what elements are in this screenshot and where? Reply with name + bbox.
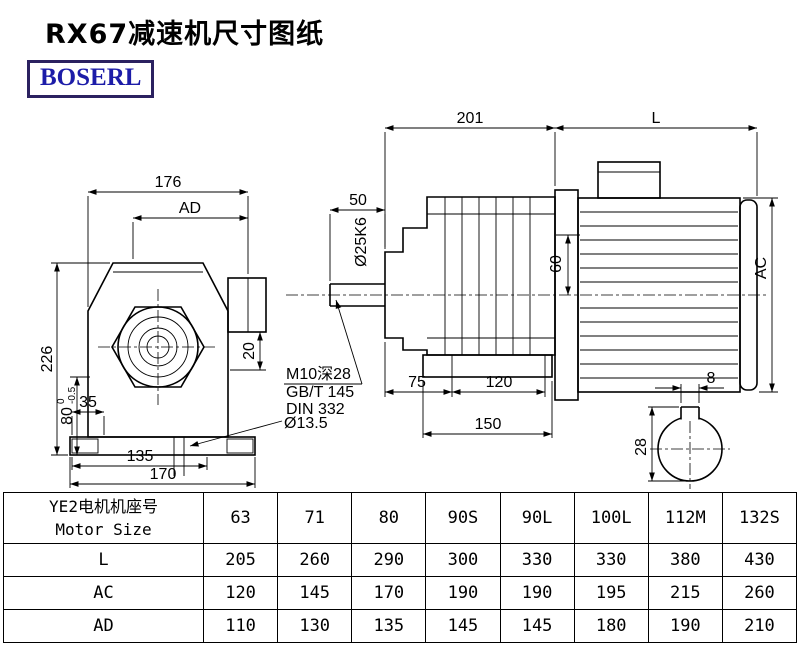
table-cell: 145: [277, 576, 353, 610]
dim-ad: AD: [179, 200, 201, 217]
table-cell: 430: [721, 543, 798, 577]
dim-shaft-diameter: Ø25K6: [353, 217, 370, 267]
table-cell: 190: [647, 609, 723, 643]
table-cell: 190: [499, 576, 575, 610]
table-cell: 210: [721, 609, 798, 643]
table-size-col: 112M: [647, 492, 723, 544]
dim-150: 150: [475, 416, 502, 433]
dim-28: 28: [633, 438, 650, 456]
motor-cooling-fins: [580, 211, 738, 379]
table-size-col: 90S: [425, 492, 501, 544]
dim-201: 201: [457, 110, 484, 127]
table-header-row: YE2电机机座号 Motor Size 63 71 80 90S 90L 100…: [3, 492, 798, 544]
brand-logo: BOSERL: [27, 60, 155, 98]
table-cell: 180: [573, 609, 649, 643]
shaft-section-detail: 8 28: [633, 370, 730, 489]
table-size-col: 71: [277, 492, 353, 544]
table-cell: 330: [573, 543, 649, 577]
table-cell: 145: [425, 609, 501, 643]
dim-80-group: 80 0 -0.5: [56, 386, 78, 425]
table-header-cn: YE2电机机座号: [49, 497, 158, 516]
table-row-AD: AD 110 130 135 145 145 180 190 210: [3, 609, 798, 643]
standard-din: DIN 332: [286, 401, 345, 418]
table-cell: 195: [573, 576, 649, 610]
reducer-front-view: 176 AD 226 80 0 -0.5 35 135: [39, 174, 328, 488]
table-size-col: 63: [202, 492, 279, 544]
table-cell: 170: [351, 576, 427, 610]
table-cell: 130: [277, 609, 353, 643]
table-cell: 290: [351, 543, 427, 577]
front-view-side-box: [227, 277, 267, 333]
table-cell: 330: [499, 543, 575, 577]
dim-120: 120: [486, 374, 513, 391]
dim-170: 170: [150, 466, 177, 483]
table-header-motor-size: YE2电机机座号 Motor Size: [3, 492, 204, 544]
dim-80-tol-lower: -0.5: [67, 386, 78, 404]
gear-housing-foot: [422, 354, 553, 378]
dim-key-width: 8: [707, 370, 716, 387]
front-view-base-plate: [69, 436, 256, 456]
dim-l: L: [652, 110, 661, 127]
dim-foot-hole: Ø13.5: [284, 415, 328, 432]
standard-gb: GB/T 145: [286, 384, 354, 401]
dim-75: 75: [408, 374, 426, 391]
table-cell: 260: [721, 576, 798, 610]
thread-note: M10深28: [286, 365, 351, 383]
table-row-L: L 205 260 290 300 330 330 380 430: [3, 543, 798, 577]
table-cell: 110: [202, 609, 279, 643]
dim-80-tol-upper: 0: [56, 398, 67, 404]
row-label: AC: [3, 576, 204, 610]
table-header-en: Motor Size: [55, 520, 152, 539]
table-cell: 190: [425, 576, 501, 610]
dim-80: 80: [59, 407, 76, 425]
reducer-motor-side-view: 201 L 50 Ø25K6 60 AC M10深28 GB/T 145 DIN…: [284, 110, 778, 438]
table-size-col: 132S: [721, 492, 798, 544]
dim-35: 35: [79, 394, 97, 411]
dim-60: 60: [548, 255, 565, 273]
motor-terminal-box: [597, 161, 661, 199]
dim-135: 135: [127, 448, 154, 465]
table-cell: 215: [647, 576, 723, 610]
table-size-col: 100L: [573, 492, 649, 544]
dim-176: 176: [155, 174, 182, 191]
brand-logo-text: BOSERL: [40, 64, 142, 91]
table-size-col: 80: [351, 492, 427, 544]
table-cell: 135: [351, 609, 427, 643]
front-view-foot-hatch-right: [226, 438, 254, 454]
page-title: RX67减速机尺寸图纸: [45, 19, 325, 50]
table-row-AC: AC 120 145 170 190 190 195 215 260: [3, 576, 798, 610]
row-label: AD: [3, 609, 204, 643]
row-label: L: [3, 543, 204, 577]
dim-50: 50: [349, 192, 367, 209]
front-view-foot-hatch-left: [71, 438, 99, 454]
table-cell: 260: [277, 543, 353, 577]
motor-dimension-table: YE2电机机座号 Motor Size 63 71 80 90S 90L 100…: [3, 492, 798, 643]
dim-20: 20: [241, 342, 258, 360]
motor-fan-cover: [739, 199, 758, 391]
table-cell: 300: [425, 543, 501, 577]
dim-ac: AC: [753, 257, 770, 279]
table-cell: 380: [647, 543, 723, 577]
input-hex-boss: [111, 306, 205, 388]
gear-housing-outline: [384, 196, 556, 356]
table-cell: 205: [202, 543, 279, 577]
table-size-col: 90L: [499, 492, 575, 544]
dim-226: 226: [39, 346, 56, 373]
table-cell: 145: [499, 609, 575, 643]
table-cell: 120: [202, 576, 279, 610]
